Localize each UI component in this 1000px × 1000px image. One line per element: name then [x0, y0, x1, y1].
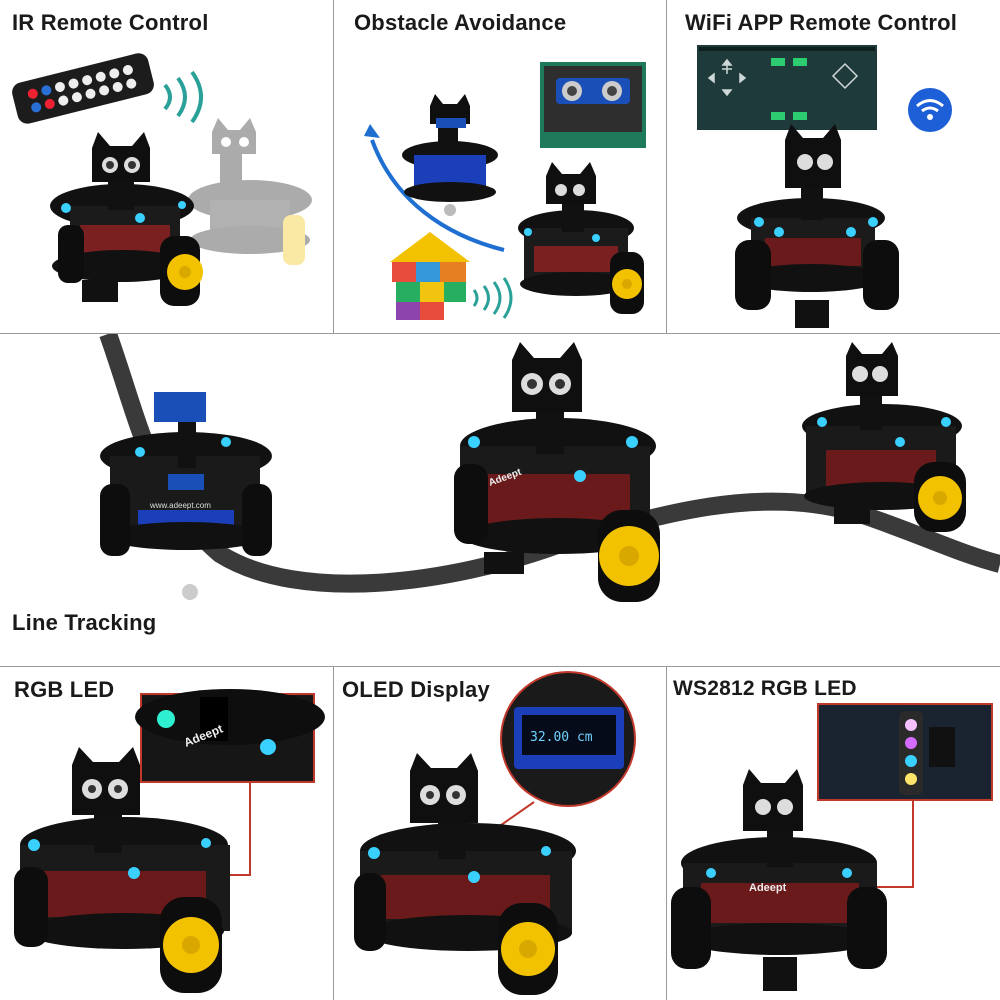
obstacle-illustration	[364, 62, 646, 320]
brand-url: www.adeept.com	[149, 501, 211, 510]
line-tracking-illustration: www.adeept.com Adeept	[99, 334, 1000, 602]
panel-ir-remote: IR Remote Control	[0, 0, 333, 333]
grid-divider	[666, 666, 667, 1000]
brand-logo: Adeept	[749, 882, 787, 894]
ws2812-illustration: Adeept	[671, 703, 993, 991]
robot-car	[802, 342, 966, 532]
led-strip-icon	[817, 703, 993, 801]
panel-title: IR Remote Control	[12, 10, 209, 35]
grid-divider	[333, 666, 334, 1000]
ultrasonic-sensor-icon	[540, 62, 646, 148]
wifi-icon	[908, 88, 952, 132]
robot-car-rear: www.adeept.com	[100, 392, 272, 600]
phone-app-icon	[697, 45, 877, 130]
rgb-led-illustration: Adeept	[14, 689, 325, 993]
panel-ws2812: WS2812 RGB LED Adeept	[667, 667, 1000, 1000]
robot-car-far	[402, 94, 498, 216]
grid-divider	[666, 0, 667, 333]
signal-waves-icon	[472, 277, 513, 319]
signal-waves-icon	[163, 70, 203, 124]
obstacle-blocks-icon	[390, 232, 470, 320]
direction-arrow-icon	[364, 124, 380, 138]
robot-car	[518, 162, 644, 314]
panel-title: WiFi APP Remote Control	[685, 10, 958, 35]
oled-reading: 32.00 cm	[530, 730, 593, 745]
robot-car	[354, 753, 576, 995]
oled-illustration: 32.00 cm	[354, 671, 636, 995]
robot-car	[50, 132, 203, 306]
robot-car	[14, 747, 230, 993]
wifi-illustration	[697, 45, 952, 328]
panel-oled-display: OLED Display 32.00 cm	[334, 667, 666, 1000]
panel-title: RGB LED	[14, 677, 115, 702]
panel-title: Line Tracking	[12, 610, 157, 635]
ir-remote-illustration	[12, 53, 312, 306]
robot-car-ghost	[188, 118, 312, 265]
panel-title: WS2812 RGB LED	[673, 677, 857, 700]
grid-divider	[0, 666, 1000, 667]
grid-divider	[0, 333, 1000, 334]
panel-obstacle-avoidance: Obstacle Avoidance	[334, 0, 666, 333]
robot-car	[735, 124, 899, 328]
panel-rgb-led: RGB LED Adeept	[0, 667, 333, 1000]
rgb-led-closeup: Adeept	[135, 689, 325, 783]
robot-car: Adeept	[671, 769, 887, 991]
panel-title: OLED Display	[342, 677, 490, 702]
grid-divider	[333, 0, 334, 333]
ir-remote-icon	[12, 53, 154, 124]
panel-line-tracking: www.adeept.com Adeept	[0, 334, 1000, 666]
panel-title: Obstacle Avoidance	[354, 10, 567, 35]
oled-screen-icon: 32.00 cm	[500, 671, 636, 807]
panel-wifi-app: WiFi APP Remote Control	[667, 0, 1000, 333]
robot-car: Adeept	[454, 342, 660, 602]
